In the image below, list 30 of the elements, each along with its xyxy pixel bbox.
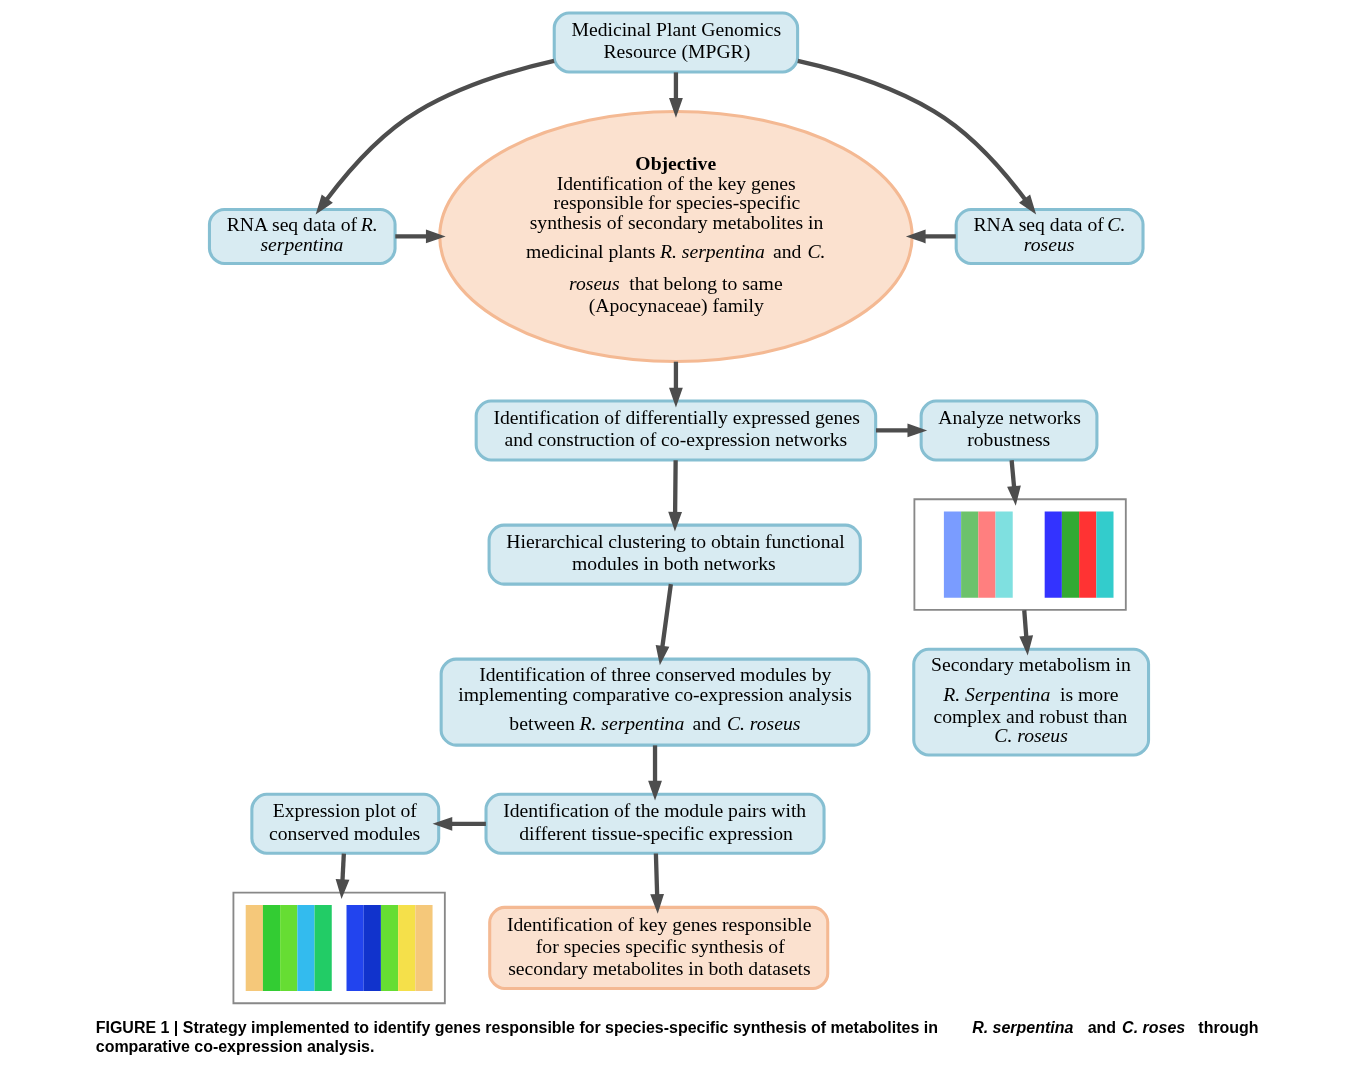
node-box: Identification of three conserved modules by implementing comparative co-expression analysis between R. serpentina and C. roseus — [439, 657, 871, 747]
arrow — [905, 229, 956, 244]
arrow — [876, 423, 928, 438]
node-box: RNA seq data of C. roseus — [954, 207, 1145, 266]
node-box: Hierarchical clustering to obtain functional modules in both networks — [487, 523, 862, 586]
node-box: Secondary metabolism in R. Serpentina is more complex and robust than C. roseus — [912, 647, 1151, 757]
arrow — [669, 72, 683, 118]
arrow — [335, 853, 350, 900]
node-box: Analyze networks robustness — [919, 399, 1099, 462]
node-box: Identification of the module pairs with different tissue-specific expression — [484, 792, 826, 855]
arrow — [315, 58, 555, 215]
node-ellipse: Objective Identification of the key genes responsible for species-specific synthesis of secondary metabolites in medicinal plants R. serpentina and C. roseus that belong to same (Apocynaceae) family — [438, 110, 914, 363]
arrow — [668, 460, 682, 532]
arrow — [1007, 460, 1021, 506]
node-box: Expression plot of conserved modules — [250, 792, 441, 855]
node-box: RNA seq data of R. serpentina — [207, 207, 397, 266]
arrow — [1019, 610, 1034, 656]
picture — [913, 498, 1127, 611]
arrow — [650, 853, 664, 914]
node-box: Medicinal Plant Genomics Resource (MPGR) — [552, 11, 800, 74]
arrow — [797, 58, 1037, 215]
caption: FIGURE 1 | Strategy implemented to identify genes responsible for species-specific synthesis of metabolites in R. serpentina and C. roses through comparative co-expression analysis. — [95, 1018, 1259, 1055]
arrow — [655, 583, 673, 666]
picture — [232, 891, 446, 1005]
arrow — [669, 361, 683, 408]
node-box: Identification of key genes responsible for species specific synthesis of secondary metabolites in both datasets — [488, 905, 830, 991]
arrow — [432, 816, 486, 831]
arrow — [648, 745, 662, 801]
node-box: Identification of differentially expressed genes and construction of co-expression networks — [474, 399, 878, 462]
arrow — [395, 229, 446, 244]
